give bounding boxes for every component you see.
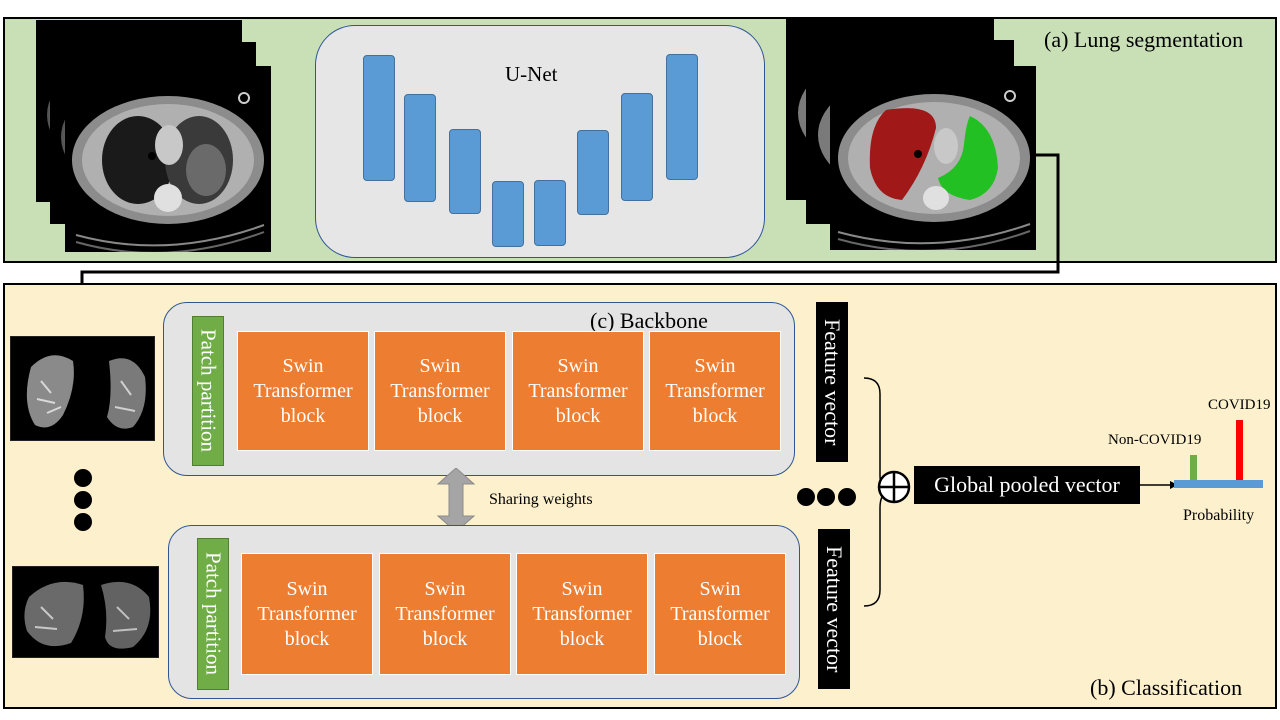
ellipsis-dot (797, 488, 815, 506)
probability-axis (1174, 480, 1263, 488)
direct-sum-icon (877, 470, 911, 504)
swin-block-1-4: Swin Transformer block (649, 331, 781, 451)
segmentation-panel-label: (a) Lung segmentation (1044, 27, 1244, 52)
ellipsis-dot (817, 488, 835, 506)
covid-label: COVID19 (1208, 397, 1271, 413)
segmented-ct-stack (786, 18, 1036, 252)
swin-block-2-3: Swin Transformer block (516, 553, 648, 675)
unet-label: U-Net (505, 62, 558, 86)
non-covid-label: Non-COVID19 (1108, 432, 1202, 448)
unet-decoder-layer-1 (666, 54, 698, 180)
probability-label: Probability (1183, 507, 1255, 524)
ellipsis-dot (74, 491, 92, 509)
swin-block-2-2: Swin Transformer block (379, 553, 511, 675)
non-covid-bar (1190, 455, 1197, 480)
unet-encoder-layer-3 (449, 129, 481, 214)
swin-block-1-3: Swin Transformer block (512, 331, 644, 451)
masked-lung-slice-1 (10, 336, 155, 441)
unet-bottleneck-1 (492, 181, 524, 247)
sharing-weights-label: Sharing weights (489, 491, 593, 508)
ellipsis-dot (838, 488, 856, 506)
feature-vector-2: Feature vector (818, 529, 850, 689)
classification-panel-label: (b) Classification (1090, 675, 1243, 700)
swin-block-1-1: Swin Transformer block (237, 331, 369, 451)
ellipsis-dot (74, 469, 92, 487)
unet-decoder-layer-3 (577, 130, 609, 215)
feature-vector-1: Feature vector (816, 302, 848, 462)
unet-decoder-layer-2 (621, 93, 653, 201)
unet-encoder-layer-2 (404, 94, 436, 202)
swin-block-2-1: Swin Transformer block (241, 553, 373, 675)
unet-bottleneck-2 (534, 180, 566, 246)
double-arrow-icon (436, 468, 476, 532)
backbone-label: (c) Backbone (590, 308, 708, 333)
ct-scan-stack (36, 20, 272, 254)
global-pooled-vector: Global pooled vector (914, 466, 1140, 504)
unet-encoder-layer-1 (363, 55, 395, 181)
ellipsis-dot (74, 513, 92, 531)
swin-block-1-2: Swin Transformer block (374, 331, 506, 451)
masked-lung-slice-n (12, 566, 159, 658)
patch-partition-2: Patch partition (197, 538, 229, 690)
patch-partition-1: Patch partition (192, 316, 224, 466)
covid-bar (1236, 420, 1243, 480)
swin-block-2-4: Swin Transformer block (654, 553, 786, 675)
